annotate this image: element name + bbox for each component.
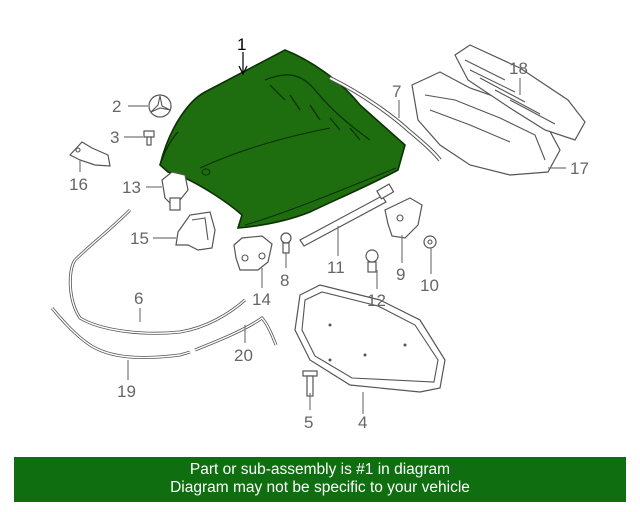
cowl-panel-part-17[interactable] [411,71,561,176]
strut-part-11[interactable] [299,183,395,247]
emblem-part-2[interactable] [148,94,172,118]
notice-banner: Part or sub-assembly is #1 in diagram Di… [14,457,626,502]
insulator-part-4[interactable] [294,284,446,393]
cable-part-20[interactable] [194,315,278,352]
callout-14[interactable]: 14 [252,290,271,309]
bolt-part-3[interactable] [143,130,155,146]
latch-part-15[interactable] [175,211,216,251]
notice-line-1: Part or sub-assembly is #1 in diagram [189,461,451,478]
callout-1[interactable]: 1 [237,35,246,54]
cable-part-6[interactable] [68,208,246,335]
callout-17[interactable]: 17 [570,159,589,178]
hinge-part-14[interactable] [233,235,273,271]
callout-4[interactable]: 4 [358,413,367,432]
clip-part-8[interactable] [280,232,292,254]
cable-part-19[interactable] [50,307,191,360]
bracket-part-16[interactable] [69,141,111,167]
callout-6[interactable]: 6 [134,289,143,308]
callout-labels: 1 2 3 4 5 6 7 8 9 10 11 12 13 14 15 16 1… [69,35,589,432]
callout-10[interactable]: 10 [420,276,439,295]
callout-18[interactable]: 18 [509,59,528,78]
callout-9[interactable]: 9 [396,265,405,284]
callout-12[interactable]: 12 [367,291,386,310]
callout-15[interactable]: 15 [130,229,149,248]
nut-part-10[interactable] [423,235,437,249]
notice-line-2: Diagram may not be specific to your vehi… [170,479,470,496]
parts-diagram: 1 2 3 4 5 6 7 8 9 10 11 12 13 14 15 16 1… [50,35,589,432]
callout-20[interactable]: 20 [234,346,253,365]
callout-8[interactable]: 8 [280,271,289,290]
hood-part-1[interactable] [159,49,406,229]
callout-16[interactable]: 16 [69,175,88,194]
callout-5[interactable]: 5 [304,413,313,432]
seal-part-7[interactable] [329,76,442,162]
grommet-part-12[interactable] [365,249,379,273]
callout-3[interactable]: 3 [110,128,119,147]
callout-2[interactable]: 2 [112,97,121,116]
callout-13[interactable]: 13 [122,178,141,197]
leader-lines [79,52,566,414]
lock-part-13[interactable] [161,171,189,211]
callout-7[interactable]: 7 [392,82,401,101]
hinge-part-9[interactable] [384,197,423,239]
callout-19[interactable]: 19 [117,382,136,401]
callout-11[interactable]: 11 [327,258,345,277]
pushpin-part-5[interactable] [302,370,318,397]
